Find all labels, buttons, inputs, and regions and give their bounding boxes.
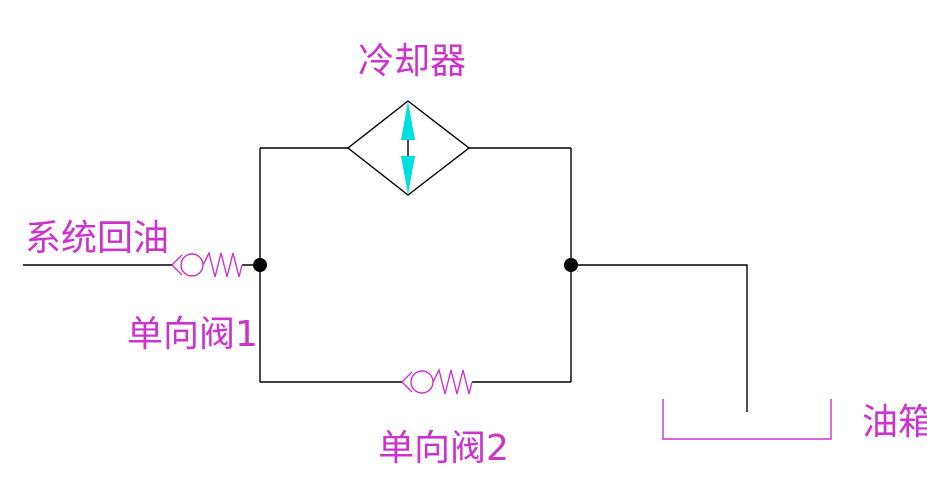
check-valve-2-symbol xyxy=(401,367,473,395)
oil-tank-symbol xyxy=(662,399,832,440)
valve2-spring-icon xyxy=(432,367,473,395)
valve2-ball-icon xyxy=(410,370,434,394)
return-to-tank-pipe xyxy=(571,264,748,412)
coolant-arrow-down-icon xyxy=(401,156,415,195)
oil-tank-label: 油箱 xyxy=(862,402,927,443)
valve2-seat-icon xyxy=(401,371,413,393)
valve1-seat-icon xyxy=(171,254,183,276)
coolant-arrow-up-icon xyxy=(401,101,415,140)
cooler-symbol xyxy=(346,100,471,196)
check-valve-2-label: 单向阀2 xyxy=(378,428,509,469)
check-valve-1-label: 单向阀1 xyxy=(127,314,258,355)
pipelines xyxy=(23,147,748,412)
check-valve-1-symbol xyxy=(171,250,243,278)
cooler-label: 冷却器 xyxy=(358,41,466,82)
valve1-spring-icon xyxy=(202,250,243,278)
system-return-label: 系统回油 xyxy=(25,218,169,259)
right-junction-dot xyxy=(564,258,578,272)
valve1-ball-icon xyxy=(180,253,204,277)
left-junction-dot xyxy=(253,258,267,272)
